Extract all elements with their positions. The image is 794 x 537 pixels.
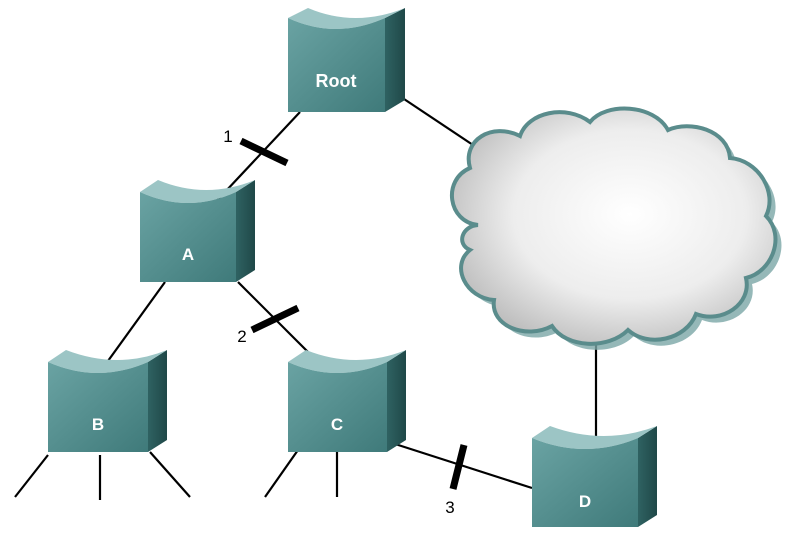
switch-root-label: Root (316, 71, 357, 91)
switch-c-top (288, 350, 406, 373)
switch-root: Root (288, 8, 405, 112)
switch-b-label: B (92, 415, 104, 434)
switch-d: D (532, 426, 657, 527)
switch-root-front (288, 18, 385, 112)
port-number-1: 1 (223, 127, 232, 146)
blocked-port-mark-3 (449, 444, 468, 490)
switch-a-front (140, 192, 236, 282)
switch-d-front (532, 438, 638, 527)
cloud-body (449, 106, 778, 346)
switch-b-front (48, 362, 148, 452)
port-number-2: 2 (237, 327, 246, 346)
switch-root-top (288, 8, 405, 29)
switch-d-top (532, 426, 657, 449)
switch-d-side (638, 426, 657, 527)
switch-root-side (385, 8, 405, 112)
blocked-port-marks (239, 137, 468, 490)
switch-b: B (48, 350, 167, 452)
switch-c-label: C (331, 415, 343, 434)
link-a-b (99, 281, 166, 373)
switch-c-side (387, 350, 406, 452)
link-a-c (237, 281, 319, 363)
switch-c-front (288, 362, 387, 452)
switch-a-side (236, 180, 255, 282)
switch-a: A (140, 180, 255, 282)
host-link-b1 (14, 454, 49, 498)
switch-a-top (140, 180, 255, 203)
switch-a-label: A (182, 245, 194, 264)
blocked-port-mark-1 (239, 137, 289, 167)
port-number-3: 3 (445, 498, 454, 517)
blocked-port-mark-2 (250, 304, 300, 334)
switch-d-label: D (579, 492, 591, 511)
host-link-b3 (149, 451, 191, 498)
switch-b-side (148, 350, 167, 452)
switch-c: C (288, 350, 406, 452)
host-link-c1 (264, 449, 299, 498)
cloud (449, 106, 782, 350)
switch-b-top (48, 350, 167, 373)
